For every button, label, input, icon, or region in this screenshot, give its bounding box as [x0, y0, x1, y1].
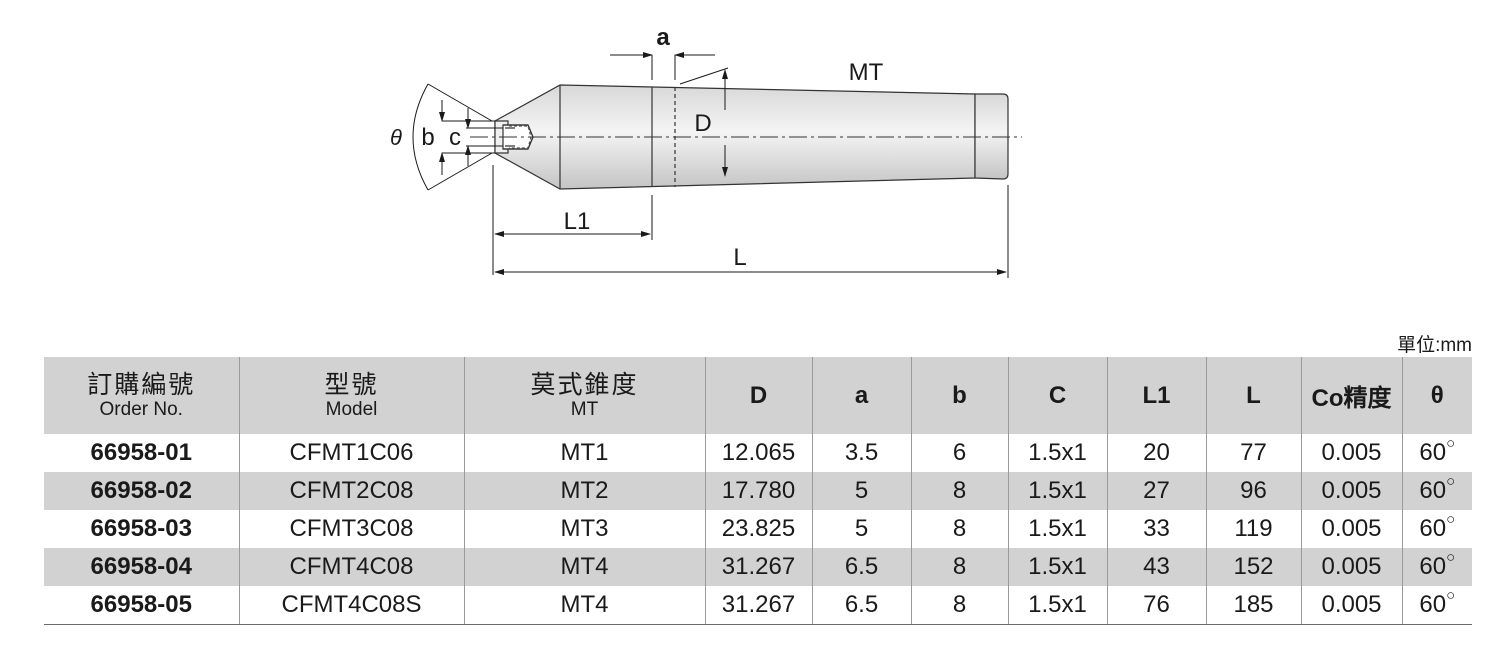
- cell-mt: MT4: [463, 586, 705, 625]
- header-l: L: [1205, 357, 1301, 434]
- cell-order: 66958-04: [44, 548, 239, 586]
- label-d: D: [694, 110, 711, 137]
- cell-model: CFMT1C06: [238, 434, 464, 472]
- label-mt: MT: [849, 59, 884, 86]
- cell-d: 12.065: [704, 434, 812, 472]
- cell-d: 17.780: [704, 472, 812, 510]
- label-a: a: [656, 24, 670, 51]
- dimension-b-c: [412, 83, 503, 191]
- cell-theta: 60○: [1401, 586, 1472, 625]
- header-precision: Co精度: [1300, 357, 1402, 434]
- header-theta: θ: [1401, 357, 1472, 434]
- cell-precision: 0.005: [1300, 548, 1402, 586]
- cell-b: 8: [910, 586, 1008, 625]
- cell-l1: 20: [1106, 434, 1206, 472]
- cell-a: 5: [811, 510, 911, 548]
- cell-theta: 60○: [1401, 472, 1472, 510]
- cell-mt: MT2: [463, 472, 705, 510]
- label-l1: L1: [564, 208, 591, 235]
- cell-theta: 60○: [1401, 434, 1472, 472]
- mt-leader: [679, 67, 729, 85]
- cell-l: 152: [1205, 548, 1301, 586]
- table-row: 66958-05 CFMT4C08S MT4 31.267 6.5 8 1.5x…: [44, 586, 1472, 625]
- cell-l1: 27: [1106, 472, 1206, 510]
- dimension-l: [494, 185, 1009, 278]
- cell-model: CFMT4C08S: [238, 586, 464, 625]
- cell-order: 66958-02: [44, 472, 239, 510]
- degree-icon: ○: [1446, 511, 1456, 528]
- cell-l: 96: [1205, 472, 1301, 510]
- cell-l: 185: [1205, 586, 1301, 625]
- cell-precision: 0.005: [1300, 510, 1402, 548]
- cell-d: 31.267: [704, 548, 812, 586]
- label-l: L: [733, 244, 746, 271]
- cell-theta: 60○: [1401, 548, 1472, 586]
- cell-l1: 43: [1106, 548, 1206, 586]
- label-theta: θ: [390, 125, 402, 150]
- degree-icon: ○: [1446, 435, 1456, 452]
- dimension-a: [610, 52, 715, 80]
- cell-mt: MT3: [463, 510, 705, 548]
- cell-b: 6: [910, 434, 1008, 472]
- cell-order: 66958-03: [90, 515, 192, 542]
- cell-a: 6.5: [811, 586, 911, 625]
- table-row: 66958-04 CFMT4C08 MT4 31.267 6.5 8 1.5x1…: [44, 548, 1472, 586]
- cell-b: 8: [910, 510, 1008, 548]
- cell-a: 5: [811, 472, 911, 510]
- header-b: b: [910, 357, 1008, 434]
- cell-c: 1.5x1: [1007, 586, 1107, 625]
- degree-icon: ○: [1446, 587, 1456, 604]
- cell-l: 119: [1205, 510, 1301, 548]
- table-row: 66958-03 CFMT3C08 MT3 23.825 5 8 1.5x1 3…: [44, 510, 1472, 548]
- header-c: C: [1007, 357, 1107, 434]
- header-d: D: [704, 357, 812, 434]
- label-c: c: [449, 124, 461, 151]
- cell-model: CFMT3C08: [238, 510, 464, 548]
- degree-icon: ○: [1446, 473, 1456, 490]
- header-a: a: [811, 357, 911, 434]
- unit-label: 單位:mm: [1397, 335, 1472, 356]
- cell-precision: 0.005: [1300, 434, 1402, 472]
- header-l1: L1: [1106, 357, 1206, 434]
- degree-icon: ○: [1446, 549, 1456, 566]
- cell-mt: MT4: [463, 548, 705, 586]
- cell-model: CFMT2C08: [238, 472, 464, 510]
- cell-mt: MT1: [463, 434, 705, 472]
- table-row: 66958-01 CFMT1C06 MT1 12.065 3.5 6 1.5x1…: [44, 434, 1472, 472]
- cell-b: 8: [910, 472, 1008, 510]
- cell-c: 1.5x1: [1007, 434, 1107, 472]
- cell-order: 66958-01: [90, 439, 192, 466]
- cell-theta: 60○: [1401, 510, 1472, 548]
- table-row: 66958-02 CFMT2C08 MT2 17.780 5 8 1.5x1 2…: [44, 472, 1472, 510]
- label-b: b: [421, 124, 434, 151]
- cell-precision: 0.005: [1300, 472, 1402, 510]
- cell-a: 6.5: [811, 548, 911, 586]
- cell-d: 31.267: [704, 586, 812, 625]
- cell-b: 8: [910, 548, 1008, 586]
- taper-center-drawing: a MT D b c θ L1 L: [390, 24, 1022, 278]
- cell-order: 66958-05: [44, 586, 239, 625]
- cell-l1: 76: [1106, 586, 1206, 625]
- cell-precision: 0.005: [1300, 586, 1402, 625]
- cell-d: 23.825: [704, 510, 812, 548]
- cell-model: CFMT4C08: [238, 548, 464, 586]
- cell-c: 1.5x1: [1007, 510, 1107, 548]
- cell-c: 1.5x1: [1007, 548, 1107, 586]
- cell-l1: 33: [1106, 510, 1206, 548]
- dimension-l1: [492, 165, 653, 275]
- cell-c: 1.5x1: [1007, 472, 1107, 510]
- cell-l: 77: [1205, 434, 1301, 472]
- cell-a: 3.5: [811, 434, 911, 472]
